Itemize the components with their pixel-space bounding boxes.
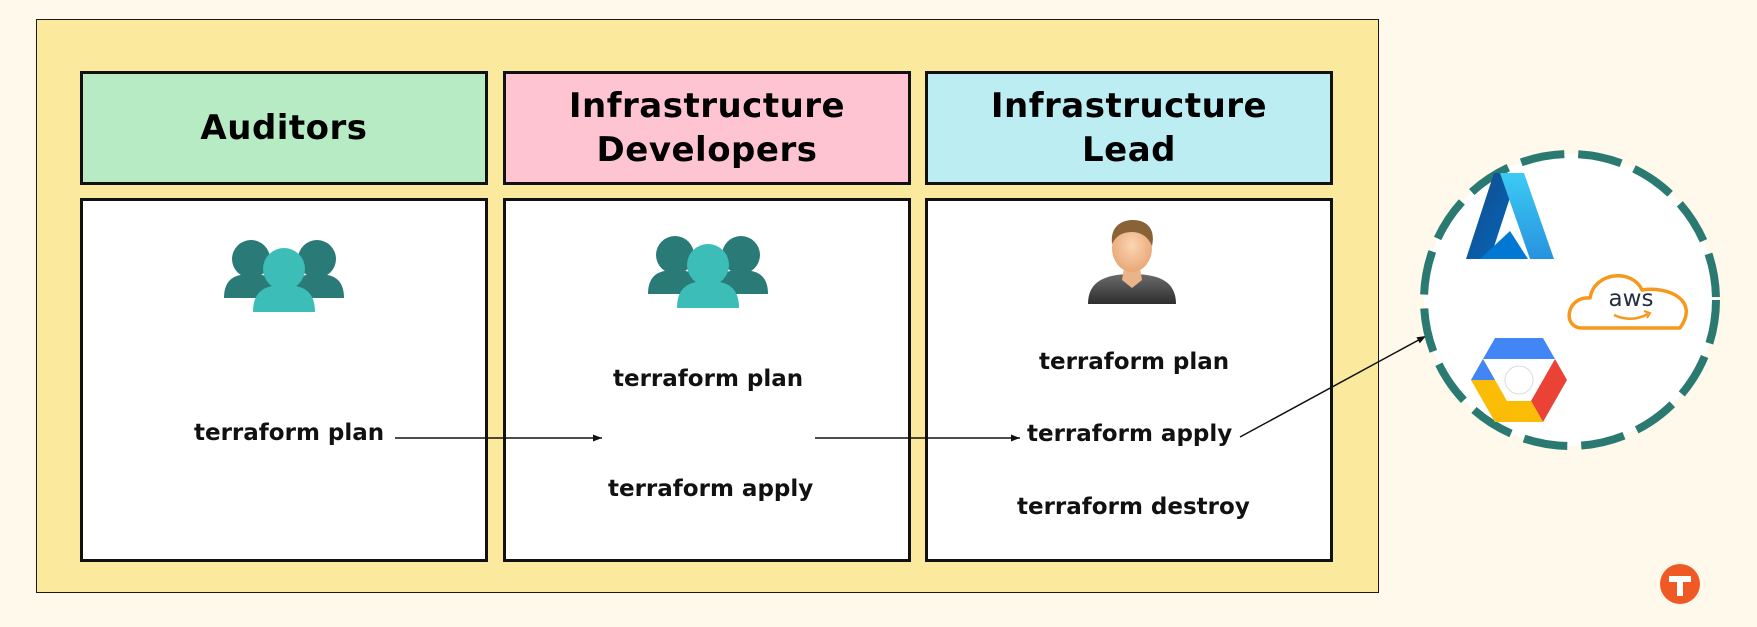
aws-wordmark: aws [1609, 286, 1654, 312]
command-label: terraform plan [613, 366, 804, 392]
aws-logo-icon: aws [1567, 274, 1688, 330]
brand-logo-icon [1660, 564, 1700, 604]
header-infrastructure-developers: Infrastructure Developers [503, 71, 911, 185]
command-label: terraform plan [194, 420, 385, 446]
command-label: terraform destroy [1017, 494, 1250, 520]
azure-logo-icon [1466, 173, 1554, 259]
header-developers-label: Infrastructure Developers [568, 85, 846, 170]
team-icon [646, 232, 770, 312]
command-label: terraform apply [1027, 421, 1233, 447]
header-auditors-label: Auditors [200, 107, 368, 148]
person-icon [1086, 218, 1178, 310]
header-infrastructure-lead: Infrastructure Lead [925, 71, 1333, 185]
command-label: terraform apply [608, 476, 814, 502]
header-lead-label: Infrastructure Lead [990, 85, 1268, 170]
google-cloud-logo-icon [1471, 338, 1567, 422]
team-icon [222, 236, 346, 316]
header-auditors: Auditors [80, 71, 488, 185]
cloud-ring [1420, 150, 1720, 450]
command-label: terraform plan [1039, 349, 1230, 375]
